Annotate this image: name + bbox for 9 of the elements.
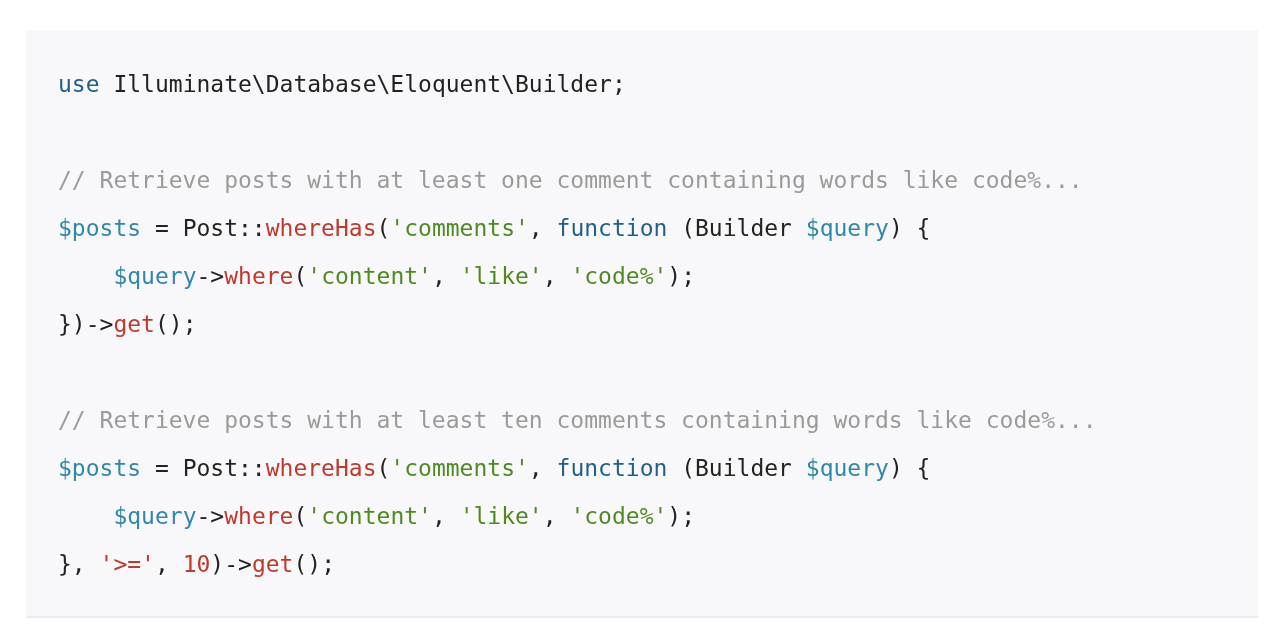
code-line: use Illuminate\Database\Eloquent\Builder; [58,70,626,99]
code-line: $posts = Post::whereHas('comments', function (Builder $query) { [58,454,931,483]
code-line: $query->where('content', 'like', 'code%'); [112,502,696,531]
code-line: $query->where('content', 'like', 'code%'); [112,262,696,291]
code-line: // Retrieve posts with at least ten comments containing words like code%... [58,406,1097,435]
code-line: })->get(); [58,310,197,339]
code-line: }, '>=', 10)->get(); [58,550,335,579]
code-line: // Retrieve posts with at least one comment containing words like code%... [58,166,1083,195]
code-line: $posts = Post::whereHas('comments', function (Builder $query) { [58,214,931,243]
